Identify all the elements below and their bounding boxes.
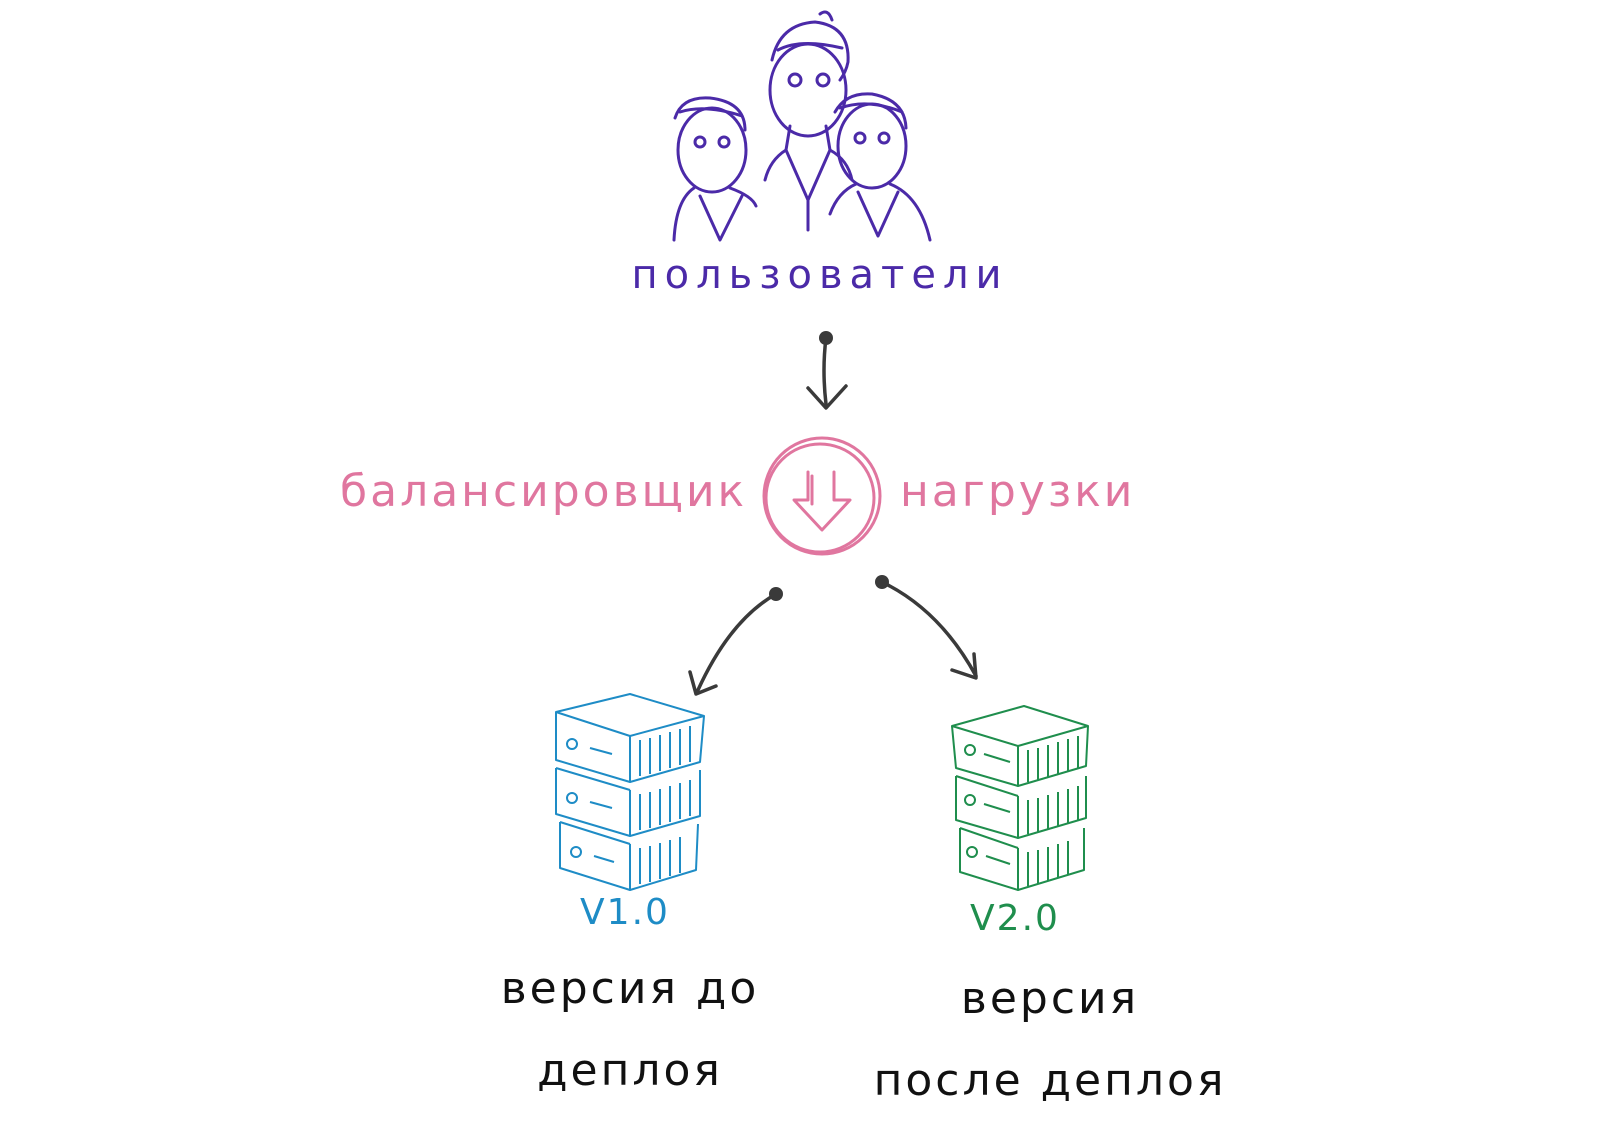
- server-v2-caption: версия после деплоя: [840, 958, 1260, 1122]
- server-stack-icon-v2: [951, 705, 1089, 891]
- server-v1-caption-line1: версия до: [500, 963, 760, 1014]
- arrow-balancer-to-v1: [688, 587, 783, 696]
- arrow-balancer-to-v2: [875, 575, 978, 680]
- server-v2-caption-line1: версия: [960, 973, 1140, 1024]
- balancer-down-arrow-icon: [762, 436, 882, 556]
- arrow-users-to-balancer: [806, 331, 848, 410]
- balancer-label-left: балансировщик: [340, 466, 748, 517]
- users-label: пользователи: [631, 252, 1009, 298]
- user-icon-center: [763, 10, 854, 232]
- server-v1-version: V1.0: [580, 892, 670, 933]
- server-v1-caption-line2: деплоя: [537, 1045, 723, 1096]
- server-v2-version: V2.0: [970, 898, 1060, 939]
- balancer-label-right: нагрузки: [900, 466, 1136, 517]
- user-icon-right: [828, 92, 932, 242]
- user-icon-left: [672, 96, 758, 242]
- users-group-icon: [672, 10, 932, 242]
- server-v2-caption-line2: после деплоя: [873, 1055, 1227, 1106]
- server-v1-caption: версия до деплоя: [470, 948, 790, 1112]
- server-stack-icon-v1: [555, 693, 705, 891]
